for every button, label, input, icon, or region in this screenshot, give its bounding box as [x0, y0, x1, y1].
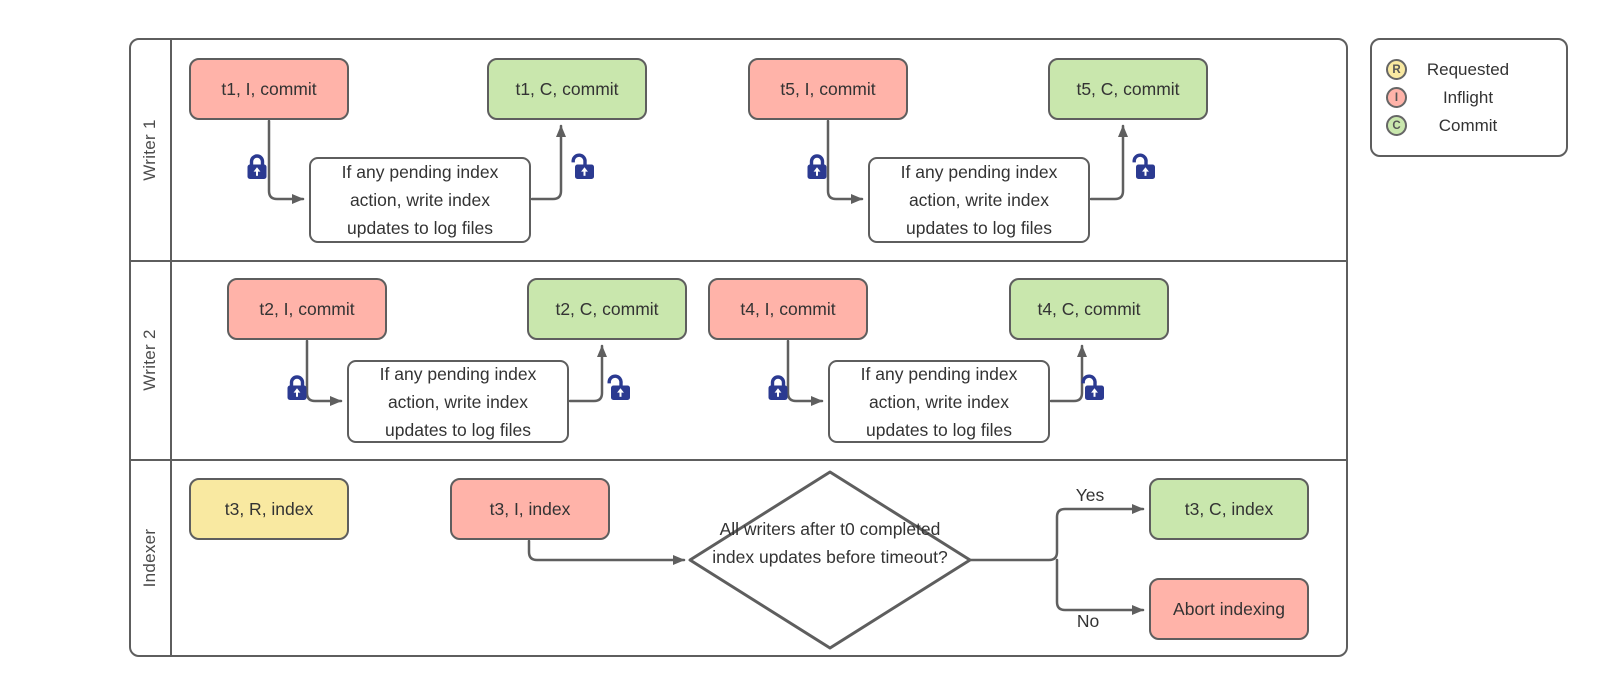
legend-row-inflight: I Inflight	[1386, 84, 1566, 112]
lock-open-icon	[1132, 153, 1155, 179]
decision-diamond	[688, 470, 972, 650]
edge-note2-to-t5c	[1089, 124, 1128, 201]
lock-closed-icon	[247, 154, 267, 179]
lock-closed-icon	[287, 375, 307, 400]
state-abort-indexing: Abort indexing	[1149, 578, 1309, 640]
lane-divider	[131, 260, 1346, 262]
state-t1-inflight: t1, I, commit	[189, 58, 349, 120]
legend-row-requested: R Requested	[1386, 56, 1566, 84]
state-t5-commit: t5, C, commit	[1048, 58, 1208, 120]
legend-label: Requested	[1426, 59, 1510, 79]
edge-t5i-to-note2	[826, 119, 864, 204]
commit-chip-icon: C	[1386, 115, 1407, 136]
state-t3-requested: t3, R, index	[189, 478, 349, 540]
state-t4-inflight: t4, I, commit	[708, 278, 868, 340]
legend-label: Inflight	[1442, 87, 1494, 107]
decision-label: All writers after t0 completed index upd…	[712, 519, 948, 567]
state-t3-commit: t3, C, index	[1149, 478, 1309, 540]
process-note: If any pending index action, write index…	[347, 360, 569, 443]
inflight-chip-icon: I	[1386, 87, 1407, 108]
lock-open-icon	[1081, 374, 1104, 400]
lock-closed-icon	[807, 154, 827, 179]
swimlane-frame	[129, 38, 1348, 657]
lane-label-indexer: Indexer	[140, 528, 159, 588]
edge-t3i-to-decision	[527, 539, 686, 565]
lane-label-writer-1: Writer 1	[140, 119, 159, 181]
lane-divider	[131, 459, 1346, 461]
edge-t1i-to-note1	[267, 119, 305, 204]
state-t2-inflight: t2, I, commit	[227, 278, 387, 340]
lock-open-icon	[607, 374, 630, 400]
requested-chip-icon: R	[1386, 59, 1407, 80]
state-t1-commit: t1, C, commit	[487, 58, 647, 120]
state-t3-inflight: t3, I, index	[450, 478, 610, 540]
process-note: If any pending index action, write index…	[309, 157, 531, 243]
legend: R Requested I Inflight C Commit	[1370, 38, 1568, 157]
lane-label-writer-2: Writer 2	[140, 329, 159, 391]
edge-note1-to-t1c	[530, 124, 566, 201]
branch-label-yes: Yes	[1075, 485, 1105, 505]
edge-decision-no	[1055, 558, 1145, 615]
state-t2-commit: t2, C, commit	[527, 278, 687, 340]
legend-row-commit: C Commit	[1386, 112, 1566, 140]
edge-decision-yes	[969, 504, 1145, 562]
lock-closed-icon	[768, 375, 788, 400]
edge-note3-to-t2c	[568, 344, 607, 403]
edge-note4-to-t4c	[1049, 344, 1087, 403]
state-t5-inflight: t5, I, commit	[748, 58, 908, 120]
process-note: If any pending index action, write index…	[868, 157, 1090, 243]
state-t4-commit: t4, C, commit	[1009, 278, 1169, 340]
lane-label-divider	[170, 40, 172, 655]
edge-t2i-to-note3	[305, 339, 343, 406]
lock-open-icon	[571, 153, 594, 179]
edge-t4i-to-note4	[786, 339, 824, 406]
legend-label: Commit	[1438, 115, 1498, 135]
branch-label-no: No	[1076, 611, 1100, 631]
process-note: If any pending index action, write index…	[828, 360, 1050, 443]
